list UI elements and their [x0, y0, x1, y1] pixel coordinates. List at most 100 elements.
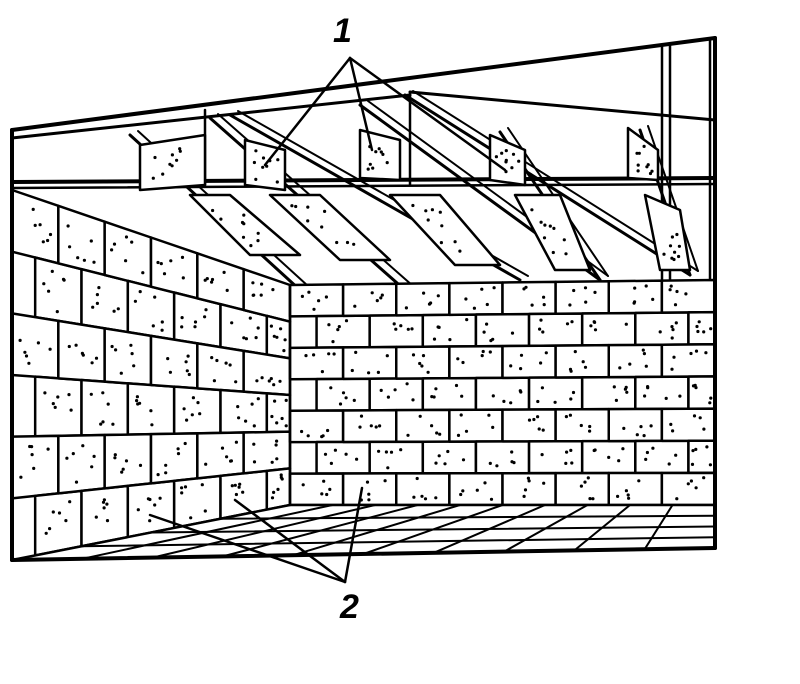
back-wall-block-dot	[572, 288, 576, 293]
side-wall-block-dot	[71, 452, 75, 456]
back-wall-block-dot	[386, 466, 390, 470]
ceiling-slab-dot	[438, 210, 442, 214]
side-wall-block-dot	[130, 240, 134, 244]
back-wall-block-dot	[353, 304, 357, 308]
back-wall-block-dot	[627, 496, 631, 500]
back-wall-block	[315, 314, 371, 349]
side-wall-block-dot	[105, 519, 110, 523]
back-wall-block-dot	[702, 427, 706, 431]
back-wall-block-dot	[374, 425, 378, 429]
ceiling-slab-8	[513, 193, 592, 272]
back-wall-block	[474, 312, 531, 348]
back-wall-block-dot	[617, 459, 621, 463]
side-wall-block-dot	[105, 502, 109, 506]
back-wall-block-dot	[684, 292, 688, 296]
back-wall-block-dot	[406, 327, 410, 331]
back-wall-block	[607, 471, 664, 507]
side-wall-block-dot	[236, 405, 240, 409]
back-wall-block-dot	[691, 449, 695, 453]
side-wall-block-dot	[106, 402, 110, 406]
back-wall-block-dot	[696, 329, 700, 334]
back-wall-block-dot	[306, 434, 310, 438]
side-wall-block-dot	[270, 460, 274, 464]
side-wall-block-dot	[186, 354, 190, 358]
back-wall-block-dot	[412, 495, 416, 499]
side-wall-block-dot	[24, 354, 29, 358]
back-wall-block-dot	[633, 300, 637, 304]
back-wall-block-dot	[405, 382, 409, 386]
side-wall-block-dot	[153, 503, 157, 507]
back-wall-block-dot	[644, 457, 648, 461]
ceiling-slab-dot	[320, 225, 324, 229]
back-wall-block-dot	[639, 425, 643, 429]
back-wall-block-dot	[702, 476, 706, 480]
ceiling-slab-dot	[636, 169, 640, 173]
ceiling-slab-dot	[178, 147, 182, 151]
back-wall-block-dot	[488, 461, 492, 465]
ceiling-slab-dot	[510, 166, 514, 170]
side-wall-block-dot	[151, 324, 155, 328]
back-wall-block	[554, 471, 610, 507]
back-wall-block-dot	[436, 294, 440, 298]
back-wall-block	[501, 280, 557, 316]
back-wall-block-dot	[564, 461, 568, 465]
side-wall-block-dot	[95, 301, 99, 305]
back-wall-block	[395, 408, 451, 444]
back-wall-block-dot	[502, 399, 506, 403]
back-wall-block	[501, 408, 557, 443]
side-wall-block-dot	[66, 224, 70, 228]
back-wall-block-dot	[301, 483, 305, 487]
ceiling-slab-dot	[542, 236, 547, 240]
ceiling-slab-dot	[494, 155, 498, 159]
side-wall-block-dot	[237, 416, 241, 420]
side-wall-block-dot	[280, 416, 284, 421]
side-wall-block-dot	[146, 497, 150, 501]
side-wall-block-dot	[220, 446, 225, 450]
side-wall-block-dot	[282, 349, 286, 353]
back-wall-block	[341, 408, 398, 444]
back-wall-block-dot	[539, 318, 543, 322]
back-wall-block	[687, 375, 717, 410]
back-wall-block-dot	[593, 328, 598, 332]
back-wall-block-dot	[495, 464, 499, 468]
ceiling-slab-dot	[635, 151, 639, 155]
back-wall-block-dot	[570, 461, 574, 465]
back-wall-block-dot	[399, 448, 403, 452]
back-wall-block-dot	[697, 320, 701, 324]
back-wall-block-dot	[690, 462, 695, 466]
ceiling-slab-dot	[551, 250, 555, 255]
side-wall-block-dot	[212, 379, 216, 383]
side-wall-block	[33, 489, 83, 557]
back-wall-block-dot	[312, 353, 316, 357]
back-wall-block-dot	[367, 498, 371, 502]
side-wall-block-dot	[102, 506, 106, 510]
callout-label-1: 1	[333, 12, 352, 50]
callout-leader-lines	[148, 56, 507, 584]
side-wall-block-dot	[252, 460, 257, 464]
side-wall-block-dot	[180, 325, 184, 329]
back-wall-block-dot	[637, 479, 641, 483]
back-wall-block-dot	[430, 395, 434, 399]
side-wall-block	[149, 334, 199, 390]
back-wall-block-dot	[426, 370, 430, 374]
ceiling-slab-dot	[254, 177, 258, 181]
back-wall-block-dot	[483, 481, 487, 485]
side-wall-block-dot	[133, 299, 137, 303]
side-wall-block-dot	[18, 338, 22, 342]
roof-top-edge-line	[10, 36, 717, 132]
side-wall-block-dot	[284, 424, 288, 428]
side-wall-block-dot	[204, 462, 208, 466]
side-wall-block-dot	[166, 357, 170, 361]
side-wall-block-dot	[210, 356, 214, 360]
side-wall-block-dot	[183, 441, 187, 446]
ceiling-slab-0	[138, 133, 207, 192]
side-wall-block-dot	[153, 295, 157, 299]
back-wall-block-dot	[370, 291, 374, 295]
side-wall-block-dot	[187, 372, 191, 377]
back-wall-block-dot	[702, 330, 706, 334]
floor-grid-line	[219, 514, 716, 520]
ceiling-slab-dot	[261, 165, 265, 169]
back-wall-block-dot	[709, 396, 713, 400]
floor-grid-line	[80, 536, 716, 548]
side-wall-block-dot	[148, 519, 152, 523]
